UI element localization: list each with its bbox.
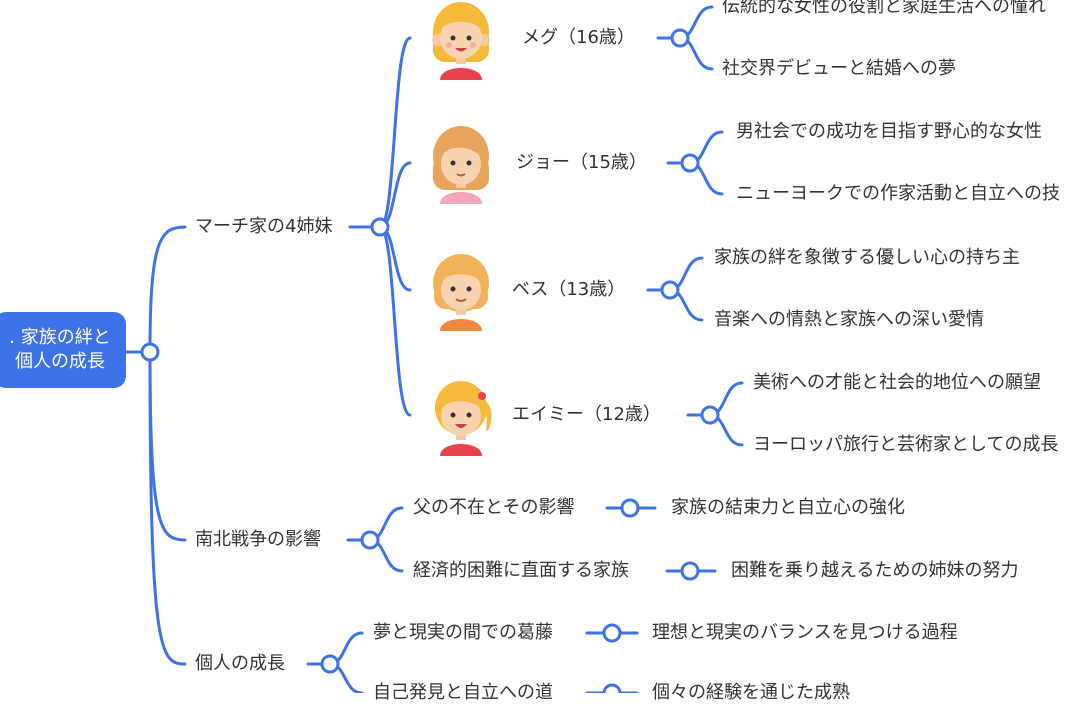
growth-junction bbox=[320, 654, 340, 674]
war-item-1[interactable]: 父の不在とその影響 bbox=[413, 497, 575, 518]
beth-junction bbox=[660, 280, 680, 300]
war-item2-junction bbox=[680, 561, 700, 581]
meg-trait-2[interactable]: 社交界デビューと結婚への夢 bbox=[722, 58, 956, 79]
jo-trait-2[interactable]: ニューヨークでの作家活動と自立への技 bbox=[736, 183, 1060, 204]
beth-avatar-icon bbox=[433, 254, 489, 331]
root-title-line1: . 家族の絆と bbox=[9, 327, 111, 348]
node-meg[interactable]: メグ（16歳） bbox=[522, 27, 635, 48]
branch-war[interactable]: 南北戦争の影響 bbox=[195, 529, 321, 550]
amy-junction bbox=[700, 405, 720, 425]
war-item-2-result[interactable]: 困難を乗り越えるための姉妹の努力 bbox=[731, 560, 1019, 581]
meg-trait-1[interactable]: 伝統的な女性の役割と家庭生活への憧れ bbox=[722, 0, 1046, 17]
beth-trait-1[interactable]: 家族の絆を象徴する優しい心の持ち主 bbox=[714, 247, 1020, 268]
amy-avatar-icon bbox=[435, 381, 492, 456]
branch-growth[interactable]: 個人の成長 bbox=[195, 653, 285, 674]
beth-trait-2[interactable]: 音楽への情熱と家族への深い愛情 bbox=[714, 309, 984, 330]
growth-item-2-result[interactable]: 個々の経験を通じた成熟 bbox=[652, 682, 850, 703]
war-item-2[interactable]: 経済的困難に直面する家族 bbox=[413, 560, 629, 581]
meg-avatar-icon bbox=[432, 2, 490, 80]
connector-sisters-meg bbox=[348, 36, 412, 229]
meg-junction bbox=[670, 28, 690, 48]
war-item-1-result[interactable]: 家族の結束力と自立心の強化 bbox=[671, 497, 905, 518]
root-junction bbox=[140, 342, 160, 362]
growth-item-1-result[interactable]: 理想と現実のバランスを見つける過程 bbox=[652, 622, 958, 643]
node-jo[interactable]: ジョー（15歳） bbox=[516, 152, 647, 173]
connector-root-war bbox=[148, 350, 187, 542]
amy-trait-1[interactable]: 美術への才能と社会的地位への願望 bbox=[753, 372, 1041, 393]
node-amy[interactable]: エイミー（12歳） bbox=[512, 404, 661, 425]
growth-item-1[interactable]: 夢と現実の間での葛藤 bbox=[373, 622, 553, 643]
connector-root-sisters bbox=[148, 225, 187, 354]
war-item1-junction bbox=[620, 498, 640, 518]
jo-trait-1[interactable]: 男社会での成功を目指す野心的な女性 bbox=[736, 121, 1042, 142]
jo-junction bbox=[680, 153, 700, 173]
growth-item2-junction bbox=[602, 683, 622, 693]
sisters-junction bbox=[370, 217, 390, 237]
jo-avatar-icon bbox=[433, 126, 489, 204]
amy-trait-2[interactable]: ヨーロッパ旅行と芸術家としての成長 bbox=[753, 434, 1059, 455]
node-beth[interactable]: ベス（13歳） bbox=[512, 279, 626, 300]
growth-item1-junction bbox=[602, 623, 622, 643]
root-node[interactable]: . 家族の絆と 個人の成長 bbox=[0, 312, 126, 388]
war-junction bbox=[360, 530, 380, 550]
connector-root-growth bbox=[148, 350, 187, 666]
branch-sisters[interactable]: マーチ家の4姉妹 bbox=[195, 216, 333, 237]
growth-item-2[interactable]: 自己発見と自立への道 bbox=[373, 682, 553, 703]
root-title-line2: 個人の成長 bbox=[15, 351, 105, 372]
